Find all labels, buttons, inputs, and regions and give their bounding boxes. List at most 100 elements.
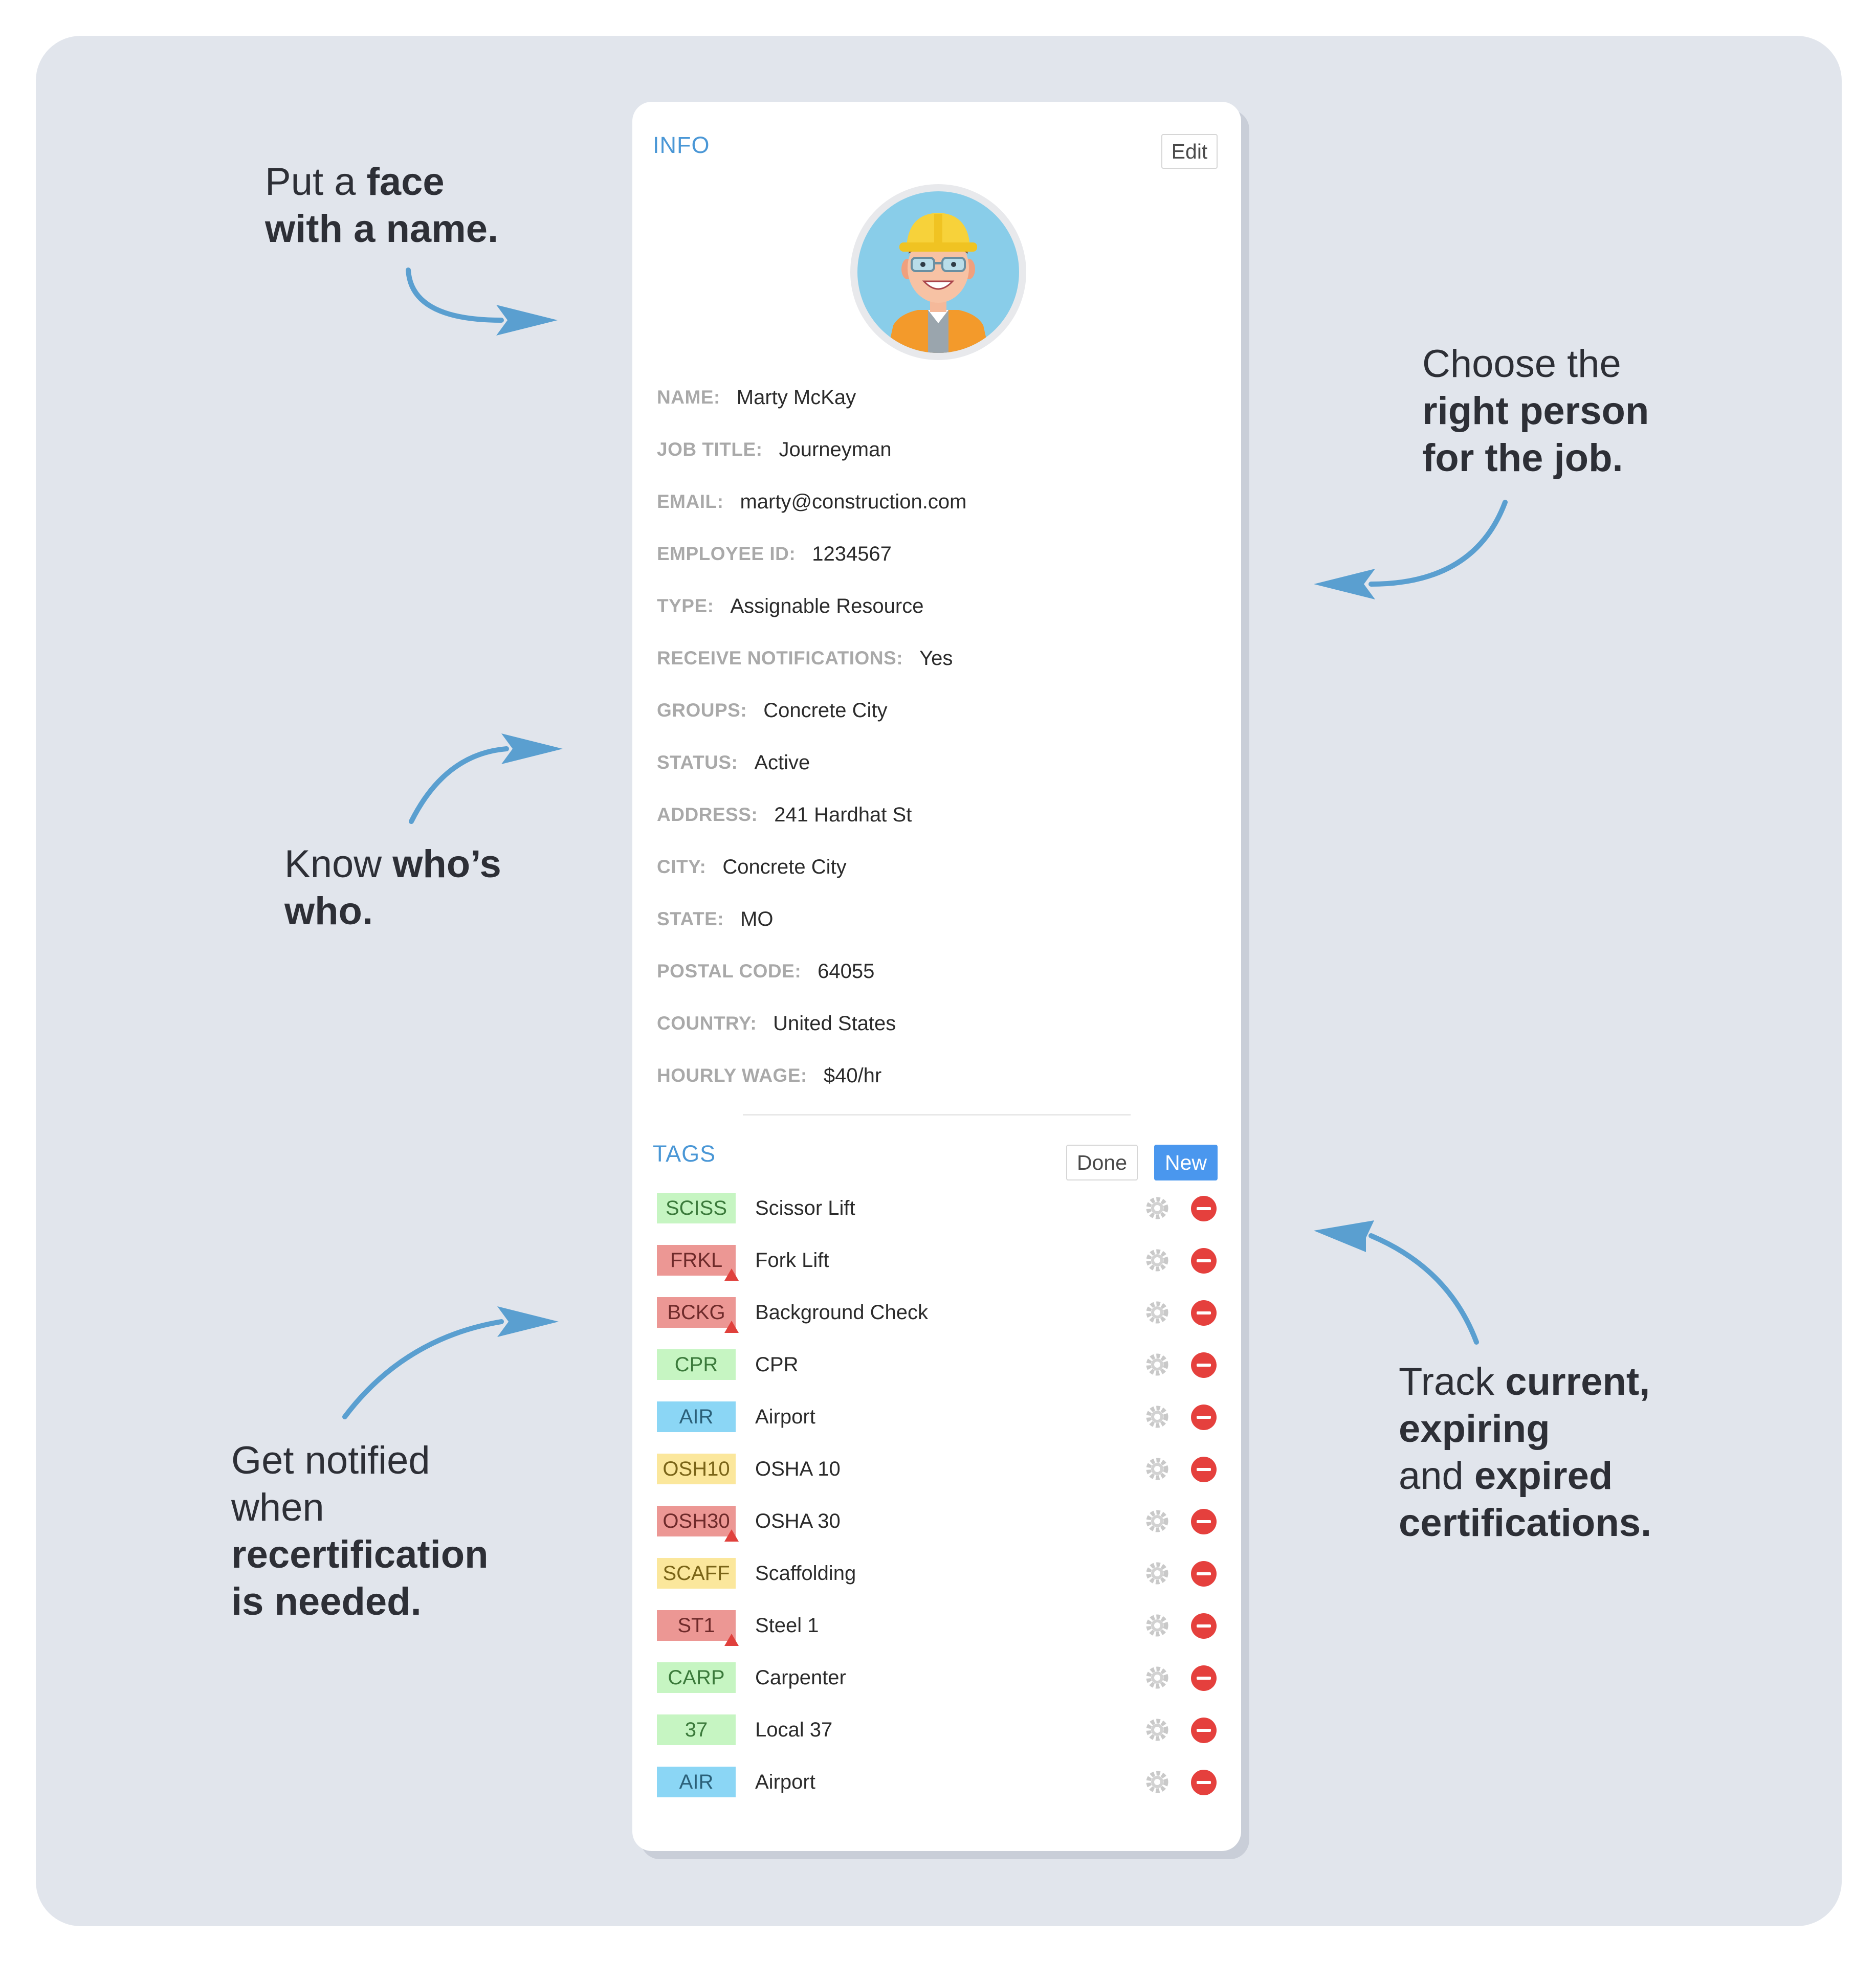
tag-code-badge: CPR <box>657 1349 736 1380</box>
tag-row[interactable]: OSH10 OSHA 10 <box>657 1454 1220 1487</box>
callout-notified: Get notified when recertification is nee… <box>231 1437 489 1625</box>
remove-tag-icon[interactable] <box>1191 1509 1217 1534</box>
tag-name: Airport <box>755 1405 815 1428</box>
callout-right-person: Choose the right person for the job. <box>1422 341 1649 482</box>
gear-icon[interactable] <box>1144 1717 1171 1743</box>
field-label: JOB TITLE: <box>657 439 763 460</box>
tag-code-badge: OSH10 <box>657 1454 736 1484</box>
remove-tag-icon[interactable] <box>1191 1718 1217 1743</box>
tag-name: Scaffolding <box>755 1562 856 1585</box>
remove-tag-icon[interactable] <box>1191 1457 1217 1482</box>
section-divider <box>743 1114 1131 1116</box>
done-button[interactable]: Done <box>1066 1145 1138 1180</box>
field-receive-notifications: RECEIVE NOTIFICATIONS: Yes <box>657 643 953 674</box>
field-groups: GROUPS: Concrete City <box>657 695 888 726</box>
remove-tag-icon[interactable] <box>1191 1665 1217 1691</box>
tag-code: FRKL <box>670 1249 723 1272</box>
remove-tag-icon[interactable] <box>1191 1613 1217 1639</box>
tag-code-badge: FRKL <box>657 1245 739 1281</box>
tag-code-badge: 37 <box>657 1714 736 1745</box>
field-label: POSTAL CODE: <box>657 961 802 982</box>
field-type: TYPE: Assignable Resource <box>657 591 923 621</box>
tag-code-badge: OSH30 <box>657 1506 739 1542</box>
gear-icon[interactable] <box>1144 1195 1171 1221</box>
field-value: 64055 <box>818 960 875 983</box>
tag-code: BCKG <box>667 1301 725 1324</box>
gear-icon[interactable] <box>1144 1508 1171 1534</box>
gear-icon[interactable] <box>1144 1247 1171 1274</box>
tag-code: ST1 <box>677 1614 715 1637</box>
tag-row[interactable]: 37 Local 37 <box>657 1714 1220 1748</box>
field-value: 241 Hardhat St <box>774 803 912 826</box>
gear-icon[interactable] <box>1144 1456 1171 1482</box>
field-job-title: JOB TITLE: Journeyman <box>657 434 892 465</box>
remove-tag-icon[interactable] <box>1191 1300 1217 1326</box>
tag-row[interactable]: OSH30 OSHA 30 <box>657 1506 1220 1542</box>
remove-tag-icon[interactable] <box>1191 1196 1217 1221</box>
callout-text-bold: who. <box>284 889 373 933</box>
tag-row[interactable]: CPR CPR <box>657 1349 1220 1383</box>
tag-name: Fork Lift <box>755 1249 829 1272</box>
gear-icon[interactable] <box>1144 1769 1171 1795</box>
gear-icon[interactable] <box>1144 1403 1171 1430</box>
warning-icon <box>724 1321 739 1333</box>
field-label: EMPLOYEE ID: <box>657 543 796 564</box>
remove-tag-icon[interactable] <box>1191 1770 1217 1795</box>
remove-tag-icon[interactable] <box>1191 1405 1217 1430</box>
callout-text-bold: with a name. <box>265 207 499 251</box>
remove-tag-icon[interactable] <box>1191 1561 1217 1587</box>
gear-icon[interactable] <box>1144 1560 1171 1587</box>
field-postal-code: POSTAL CODE: 64055 <box>657 956 874 987</box>
tag-name: Local 37 <box>755 1718 833 1741</box>
field-label: ADDRESS: <box>657 804 758 825</box>
field-label: CITY: <box>657 856 707 877</box>
tag-row[interactable]: SCAFF Scaffolding <box>657 1558 1220 1592</box>
arrow-icon <box>342 1306 559 1419</box>
field-label: GROUPS: <box>657 700 747 721</box>
gear-icon[interactable] <box>1144 1612 1171 1639</box>
callout-track: Track current, expiring and expired cert… <box>1399 1358 1651 1547</box>
field-state: STATE: MO <box>657 904 774 934</box>
remove-tag-icon[interactable] <box>1191 1352 1217 1378</box>
warning-icon <box>724 1268 739 1281</box>
tag-row[interactable]: FRKL Fork Lift <box>657 1245 1220 1281</box>
field-value: Concrete City <box>763 699 888 722</box>
tag-code-badge: BCKG <box>657 1297 739 1333</box>
field-value: Assignable Resource <box>730 594 924 617</box>
callout-text: Know <box>284 842 393 886</box>
callout-text: Get notified <box>231 1439 430 1482</box>
callout-text-bold: expiring <box>1399 1407 1550 1451</box>
tag-name: CPR <box>755 1353 799 1376</box>
gear-icon[interactable] <box>1144 1299 1171 1326</box>
new-tag-button[interactable]: New <box>1154 1145 1218 1180</box>
callout-text: Choose the <box>1422 342 1621 386</box>
callout-text-bold: recertification <box>231 1533 489 1576</box>
gear-icon[interactable] <box>1144 1664 1171 1691</box>
callout-text: Track <box>1399 1360 1506 1403</box>
tag-row[interactable]: SCISS Scissor Lift <box>657 1193 1220 1227</box>
edit-button[interactable]: Edit <box>1161 134 1218 169</box>
field-hourly-wage: HOURLY WAGE: $40/hr <box>657 1060 881 1091</box>
field-value: Concrete City <box>722 855 847 878</box>
field-label: NAME: <box>657 387 720 408</box>
tag-name: Airport <box>755 1770 815 1793</box>
avatar[interactable] <box>857 191 1019 353</box>
tag-name: OSHA 30 <box>755 1509 841 1532</box>
field-status: STATUS: Active <box>657 747 810 778</box>
remove-tag-icon[interactable] <box>1191 1248 1217 1274</box>
field-address: ADDRESS: 241 Hardhat St <box>657 799 912 830</box>
tag-code-badge: CARP <box>657 1662 736 1693</box>
tag-row[interactable]: CARP Carpenter <box>657 1662 1220 1696</box>
callout-text-bold: who’s <box>392 842 501 886</box>
tag-row[interactable]: BCKG Background Check <box>657 1297 1220 1333</box>
callout-text: Put a <box>265 160 367 204</box>
tag-code-badge: AIR <box>657 1401 736 1432</box>
tag-row[interactable]: AIR Airport <box>657 1401 1220 1435</box>
tag-code-badge: SCISS <box>657 1193 736 1223</box>
field-label: STATE: <box>657 908 724 929</box>
field-label: EMAIL: <box>657 491 724 512</box>
tag-row[interactable]: ST1 Steel 1 <box>657 1610 1220 1646</box>
tag-row[interactable]: AIR Airport <box>657 1767 1220 1800</box>
gear-icon[interactable] <box>1144 1351 1171 1378</box>
field-label: COUNTRY: <box>657 1013 757 1034</box>
